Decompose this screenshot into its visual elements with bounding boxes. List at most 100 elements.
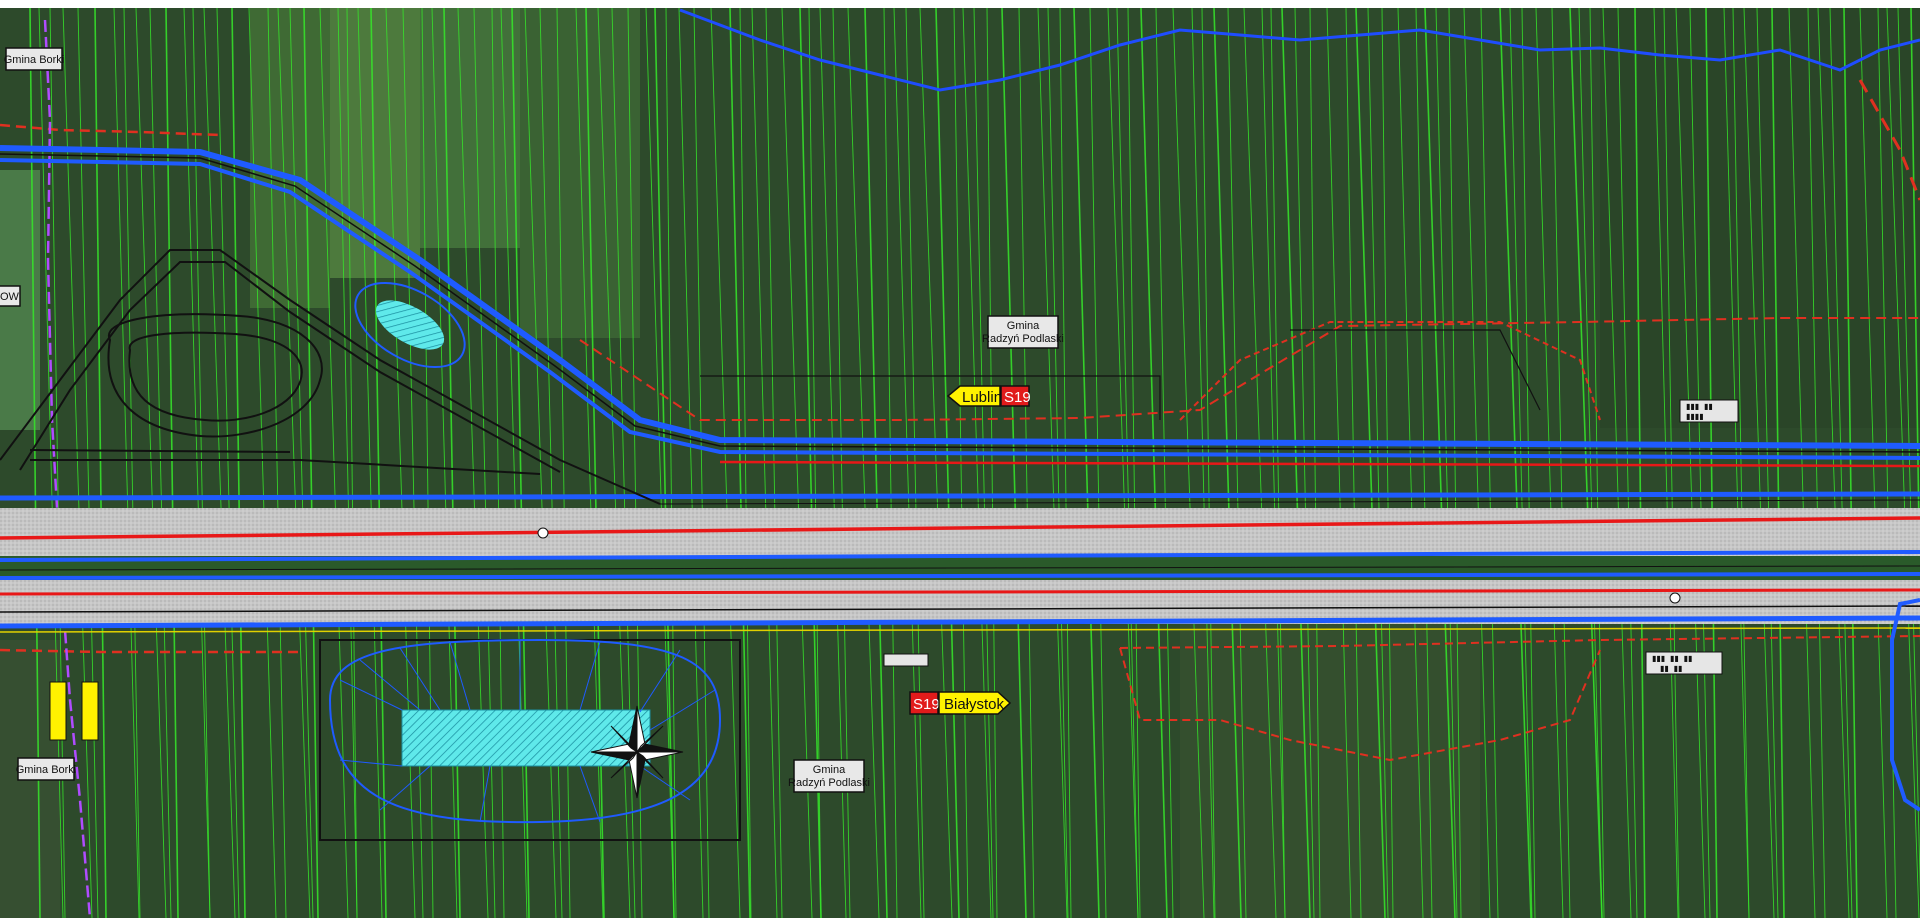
parcel-line <box>303 7 319 919</box>
road-edge-line <box>0 565 1920 571</box>
parcel-line <box>248 7 277 919</box>
parcel-line <box>1578 7 1603 919</box>
parcel-line <box>1448 7 1462 919</box>
road-edge-line <box>659 499 1920 505</box>
parcel-line <box>654 7 675 919</box>
highway-blue-edge-2 <box>0 550 1920 562</box>
highway-black-line <box>0 605 1920 613</box>
water-boundary-line <box>679 8 1920 92</box>
field-strip <box>1180 590 1480 918</box>
municipality-name-line1: Gmina <box>813 764 846 776</box>
parcel-line <box>665 7 677 919</box>
edge-label: OW <box>0 285 21 307</box>
boundary-dashed-bottom-poly <box>1119 647 1601 762</box>
parcel-line <box>1569 7 1603 919</box>
small-tag <box>1645 651 1723 675</box>
parcel-line <box>1743 7 1775 919</box>
parcel-line <box>1424 7 1456 919</box>
parcel-line <box>123 7 141 919</box>
highway-carriageway-south <box>0 580 1920 624</box>
boundary-dashed-polygon <box>1179 321 1601 421</box>
parcel-line <box>678 7 704 919</box>
route-sign-lublin: Lublin S19 <box>946 385 1031 407</box>
parcel-line <box>1397 7 1424 919</box>
highway-blue-edge-1 <box>0 491 1920 501</box>
municipality-name: Gmina Borki <box>4 54 65 66</box>
parcel-line <box>1415 7 1433 919</box>
parcel-line <box>1732 7 1750 919</box>
highway-red-line-1 <box>0 516 1920 540</box>
parcel-line <box>1859 7 1888 919</box>
chainage-markers <box>537 527 1681 604</box>
small-tag <box>883 653 929 667</box>
boundary-dashed-mid <box>579 317 1920 421</box>
highway-yellow-line <box>0 627 1920 633</box>
ramp-road-inner <box>0 158 1920 460</box>
parcel-line <box>1521 7 1536 919</box>
parcel-line <box>1689 7 1711 919</box>
small-tag-text: ▮▮▮ ▮▮ ▮▮ <box>1652 655 1692 664</box>
ramp-road-edge <box>0 153 1920 453</box>
parcel-line <box>1705 7 1718 919</box>
parcel-line <box>203 7 236 919</box>
parcel-line <box>1675 7 1706 919</box>
municipality-label-radzyn-bottom: Gmina Radzyń Podlaski <box>788 759 870 793</box>
parcel-line <box>1910 7 1920 646</box>
parcel-line <box>1617 7 1638 919</box>
parcel-line <box>1435 7 1458 919</box>
parcel-line <box>267 7 287 919</box>
field-strip <box>420 8 520 248</box>
parcel-line <box>1897 7 1920 897</box>
top-white-margin <box>0 0 1920 8</box>
parcel-line <box>1843 7 1858 919</box>
route-sign-city: Białystok <box>944 696 1005 713</box>
small-tag-text: ▮▮ ▮▮ <box>1660 665 1682 674</box>
municipality-name: Gmina Borki <box>16 764 77 776</box>
field-strip <box>520 8 640 338</box>
field-strip <box>250 8 330 308</box>
municipality-label-radzyn-top: Gmina Radzyń Podlaski <box>982 315 1064 349</box>
boundary-dashed-bottom <box>0 648 300 654</box>
parcel-line <box>277 7 311 919</box>
yellow-marker <box>49 681 67 741</box>
parcel-line <box>135 7 167 919</box>
parcel-line <box>192 7 211 919</box>
retention-basin-bottom <box>319 638 741 841</box>
parcel-line <box>1480 7 1499 919</box>
small-tag-text: ▮▮▮ ▮▮ <box>1686 403 1713 412</box>
parcel-line <box>1807 7 1826 919</box>
parcel-line <box>1602 7 1632 919</box>
admin-boundary <box>43 19 92 919</box>
parcel-line <box>183 7 211 919</box>
boundary-dashed-top-left <box>0 123 221 137</box>
parcel-line <box>1509 7 1533 919</box>
route-sign-bialystok: S19 Białystok <box>909 691 1012 715</box>
parcel-line <box>1829 7 1853 919</box>
parcel-line <box>113 7 140 919</box>
parcel-line <box>149 7 172 919</box>
parcel-line <box>165 7 179 919</box>
small-tag <box>1679 399 1739 423</box>
parcel-line <box>1535 7 1564 919</box>
parcel-line <box>1788 7 1816 919</box>
parcel-line <box>1551 7 1571 919</box>
highway-blue-edge-3 <box>0 572 1920 580</box>
ramp-road-red <box>719 460 1920 468</box>
work-area-polygon <box>700 375 1161 420</box>
yellow-marker <box>81 681 99 741</box>
parcel-line <box>1499 7 1532 919</box>
parcel-line <box>1886 7 1920 919</box>
parcel-line <box>289 7 314 919</box>
parcel-line <box>645 7 675 919</box>
parcel-line <box>693 7 710 919</box>
parcel-line <box>1756 7 1779 919</box>
right-ramp-curve <box>1890 598 1920 812</box>
parcel-line <box>319 7 349 919</box>
boundary-dashed-bottom-line <box>1119 635 1920 649</box>
route-sign-city: Lublin <box>962 389 1002 406</box>
compass-rose-icon <box>590 705 684 799</box>
retention-basin-top <box>354 281 466 369</box>
highway-carriageway-north <box>0 508 1920 556</box>
